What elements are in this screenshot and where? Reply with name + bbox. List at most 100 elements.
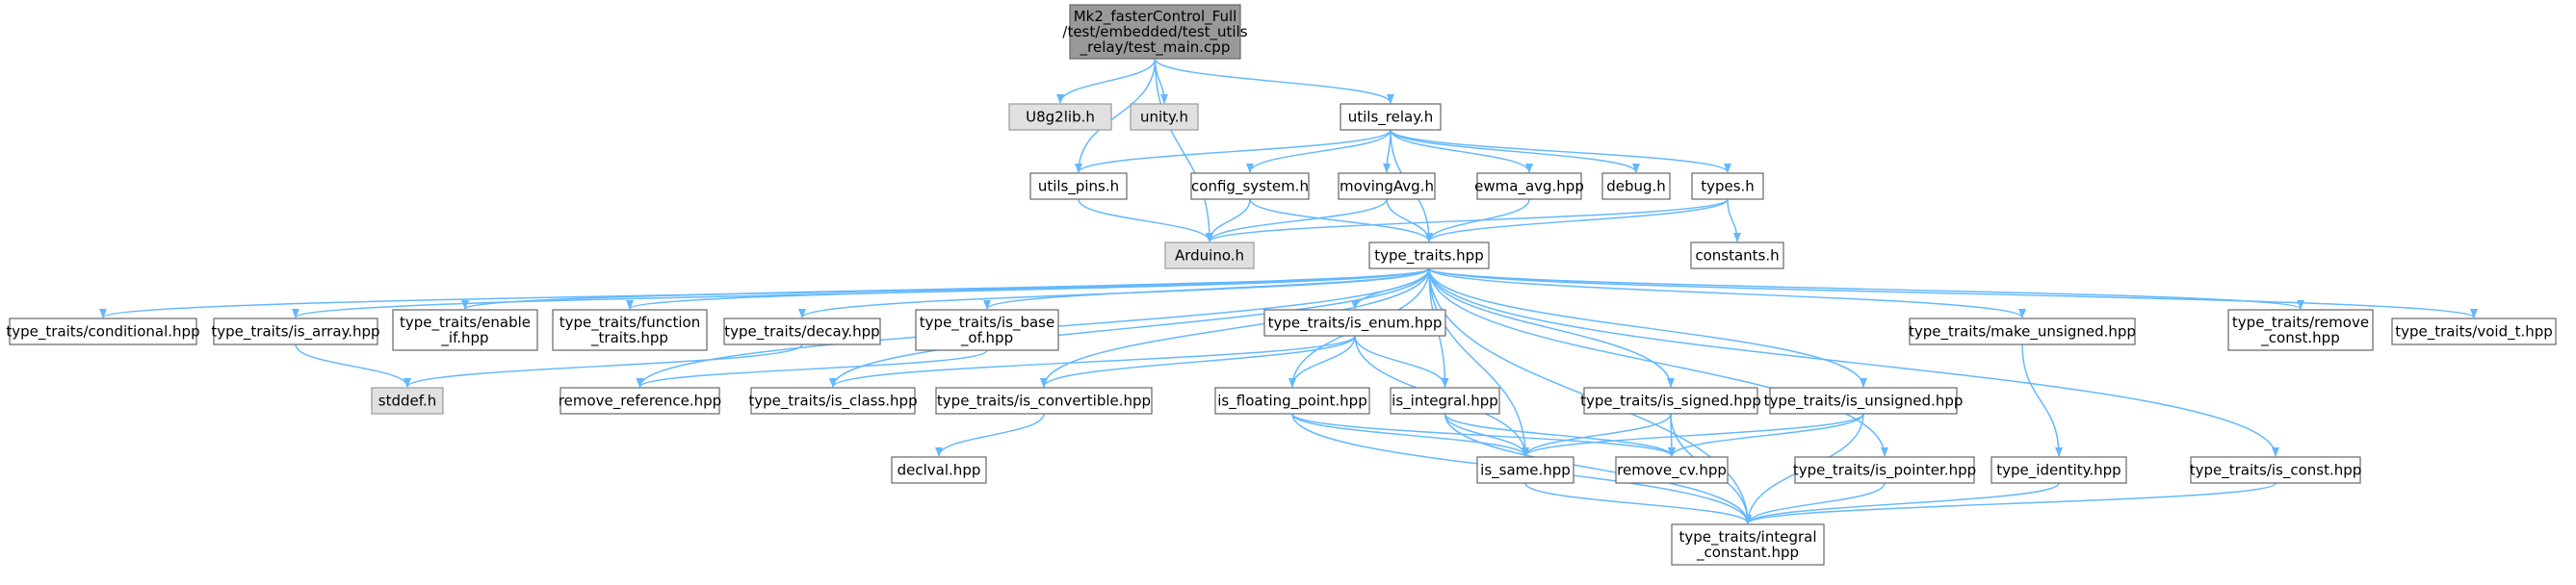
node-ewma-avg[interactable]: ewma_avg.hpp: [1474, 172, 1584, 200]
node-box: [9, 318, 197, 345]
edge-config-system-to-type-traits: [1249, 198, 1433, 242]
edge-test-main-to-u8g2lib: [1056, 58, 1157, 104]
nodes-layer: Mk2_fasterControl_Full/test/embedded/tes…: [6, 4, 2557, 566]
node-box: [1476, 172, 1582, 200]
edge-types-to-constants: [1727, 198, 1741, 242]
node-movingavg[interactable]: movingAvg.h: [1338, 172, 1436, 200]
node-label: stddef.h: [378, 393, 436, 410]
node-label: _if.hpp: [440, 329, 488, 347]
edge-is-unsigned-to-remove-cv: [1668, 413, 1864, 457]
node-constants[interactable]: constants.h: [1690, 242, 1784, 269]
node-box: [1164, 242, 1255, 269]
node-is-floating-point[interactable]: is_floating_point.hpp: [1214, 387, 1370, 415]
node-box: [935, 387, 1153, 415]
node-label: type_traits/enable: [400, 314, 531, 332]
node-is-const[interactable]: type_traits/is_const.hpp: [2190, 456, 2362, 484]
node-is-convertible[interactable]: type_traits/is_convertible.hpp: [935, 387, 1153, 415]
node-is-signed[interactable]: type_traits/is_signed.hpp: [1580, 387, 1761, 415]
node-is-base-of[interactable]: type_traits/is_base_of.hpp: [915, 309, 1059, 351]
node-remove-cv[interactable]: remove_cv.hpp: [1615, 456, 1729, 484]
node-unity[interactable]: unity.h: [1130, 103, 1199, 131]
node-config-system[interactable]: config_system.h: [1190, 172, 1310, 200]
node-declval[interactable]: declval.hpp: [891, 456, 987, 484]
edge-is-array-to-stddef: [295, 343, 411, 388]
node-function-traits[interactable]: type_traits/function_traits.hpp: [552, 309, 708, 351]
edge-utils-relay-to-debug: [1390, 129, 1640, 173]
edge-type-traits-to-is-class: [829, 267, 1430, 388]
node-box: [1601, 172, 1671, 200]
node-conditional[interactable]: type_traits/conditional.hpp: [6, 318, 200, 345]
edge-type-identity-to-integral-constant: [1744, 482, 2060, 524]
node-label: type_traits/integral: [1679, 528, 1817, 547]
node-label: utils_relay.h: [1348, 109, 1433, 127]
node-label: type_traits/is_const.hpp: [2190, 462, 2362, 480]
node-label: type_traits/is_unsigned.hpp: [1764, 393, 1964, 411]
node-box: [1340, 103, 1442, 131]
node-is-pointer[interactable]: type_traits/is_pointer.hpp: [1793, 456, 1976, 484]
node-is-enum[interactable]: type_traits/is_enum.hpp: [1263, 309, 1446, 337]
node-arduino[interactable]: Arduino.h: [1164, 242, 1255, 269]
node-label: types.h: [1701, 178, 1755, 195]
node-make-unsigned[interactable]: type_traits/make_unsigned.hpp: [1909, 318, 2136, 345]
node-is-integral[interactable]: is_integral.hpp: [1390, 387, 1500, 415]
node-box: [371, 387, 444, 415]
edge-test-main-to-arduino: [1154, 58, 1213, 242]
node-u8g2lib[interactable]: U8g2lib.h: [1008, 103, 1112, 131]
node-box: [1690, 242, 1784, 269]
node-decay[interactable]: type_traits/decay.hpp: [723, 318, 881, 345]
node-box: [552, 309, 708, 351]
node-type-traits[interactable]: type_traits.hpp: [1368, 242, 1490, 269]
node-box: [915, 309, 1059, 351]
node-is-same[interactable]: is_same.hpp: [1476, 456, 1574, 484]
node-debug[interactable]: debug.h: [1601, 172, 1671, 200]
node-label: type_traits/is_class.hpp: [748, 393, 917, 411]
node-box: [1029, 172, 1128, 200]
node-label: type_identity.hpp: [1996, 462, 2121, 480]
edge-is-enum-to-is-class: [829, 335, 1356, 388]
edge-is-integral-to-remove-cv: [1444, 413, 1676, 457]
node-label: type_traits/is_signed.hpp: [1580, 393, 1761, 411]
node-is-class[interactable]: type_traits/is_class.hpp: [748, 387, 918, 415]
node-stddef[interactable]: stddef.h: [371, 387, 444, 415]
node-label: _of.hpp: [960, 329, 1013, 347]
node-utils-relay[interactable]: utils_relay.h: [1340, 103, 1442, 131]
node-box: [1769, 387, 1958, 415]
node-label: type_traits/void_t.hpp: [2395, 323, 2553, 342]
node-label: type_traits/is_enum.hpp: [1268, 315, 1443, 333]
node-void-t[interactable]: type_traits/void_t.hpp: [2391, 318, 2557, 345]
node-box: [392, 309, 538, 351]
edges-layer: [99, 58, 2478, 524]
edge-type-traits-to-is-base-of: [983, 267, 1430, 310]
node-label: _constant.hpp: [1696, 544, 1799, 562]
edge-type-traits-to-function-traits: [626, 267, 1430, 310]
node-utils-pins[interactable]: utils_pins.h: [1029, 172, 1128, 200]
node-label: /test/embedded/test_utils: [1062, 23, 1247, 41]
node-enable-if[interactable]: type_traits/enable_if.hpp: [392, 309, 538, 351]
node-label: unity.h: [1140, 109, 1188, 126]
node-label: remove_reference.hpp: [559, 393, 721, 411]
edge-decay-to-stddef: [403, 343, 803, 388]
node-remove-reference[interactable]: remove_reference.hpp: [559, 387, 721, 415]
node-box: [1909, 318, 2136, 345]
edge-is-unsigned-to-is-same: [1522, 413, 1864, 457]
node-label: type_traits/is_array.hpp: [211, 323, 379, 342]
node-label: type_traits/conditional.hpp: [6, 323, 199, 342]
node-box: [1190, 172, 1310, 200]
node-types[interactable]: types.h: [1691, 172, 1764, 200]
node-label: config_system.h: [1191, 178, 1309, 196]
node-label: _const.hpp: [2260, 329, 2339, 347]
node-integral-constant[interactable]: type_traits/integral_constant.hpp: [1671, 523, 1825, 566]
node-label: movingAvg.h: [1340, 178, 1434, 195]
edge-utils-pins-to-arduino: [1078, 198, 1213, 242]
edge-type-traits-to-is-convertible: [1040, 267, 1430, 388]
node-is-unsigned[interactable]: type_traits/is_unsigned.hpp: [1764, 387, 1964, 415]
edge-types-to-type-traits: [1425, 198, 1729, 242]
node-remove-const[interactable]: type_traits/remove_const.hpp: [2227, 309, 2374, 351]
node-box: [891, 456, 987, 484]
node-test-main[interactable]: Mk2_fasterControl_Full/test/embedded/tes…: [1062, 4, 1248, 60]
node-box: [723, 318, 881, 345]
node-box: [1476, 456, 1574, 484]
node-is-array[interactable]: type_traits/is_array.hpp: [211, 318, 380, 345]
node-label: ewma_avg.hpp: [1474, 178, 1584, 196]
node-type-identity[interactable]: type_identity.hpp: [1991, 456, 2127, 484]
